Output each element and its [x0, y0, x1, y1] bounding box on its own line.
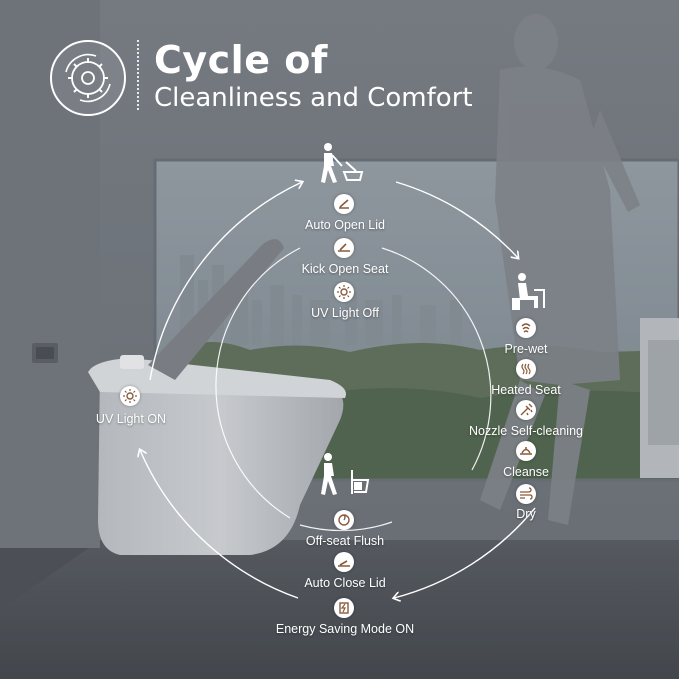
lid-open-icon	[334, 194, 354, 214]
step-heated-seat: Heated Seat	[491, 383, 561, 397]
uv-light-icon	[120, 386, 140, 406]
step-kick-open-seat: Kick Open Seat	[301, 262, 389, 276]
person-walking-away-icon	[318, 452, 372, 501]
energy-icon	[334, 598, 354, 618]
wind-icon	[516, 484, 536, 504]
cycle-gear-icon	[50, 40, 126, 116]
seat-open-icon	[334, 238, 354, 258]
step-uv-light-on: UV Light ON	[95, 412, 167, 426]
step-energy-saving-mode-on: Energy Saving Mode ON	[275, 622, 415, 636]
step-cleanse: Cleanse	[503, 465, 549, 479]
person-sitting-icon	[510, 272, 546, 317]
step-nozzle-self-cleaning: Nozzle Self-cleaning	[469, 424, 583, 438]
wash-icon	[516, 441, 536, 461]
heat-icon	[516, 359, 536, 379]
step-auto-open-lid: Auto Open Lid	[305, 218, 385, 232]
step-dry: Dry	[516, 507, 536, 521]
step-auto-close-lid: Auto Close Lid	[304, 576, 386, 590]
nozzle-icon	[516, 400, 536, 420]
person-walking-to-toilet-icon	[318, 142, 364, 189]
page-title: Cycle of	[154, 38, 328, 82]
uv-light-icon	[334, 282, 354, 302]
lid-close-icon	[334, 552, 354, 572]
step-uv-light-off: UV Light Off	[311, 306, 379, 320]
flush-icon	[334, 510, 354, 530]
step-pre-wet: Pre-wet	[504, 342, 548, 356]
page-subtitle: Cleanliness and Comfort	[154, 83, 473, 113]
water-spray-icon	[516, 318, 536, 338]
step-off-seat-flush: Off-seat Flush	[305, 534, 385, 548]
header-divider	[137, 40, 139, 110]
